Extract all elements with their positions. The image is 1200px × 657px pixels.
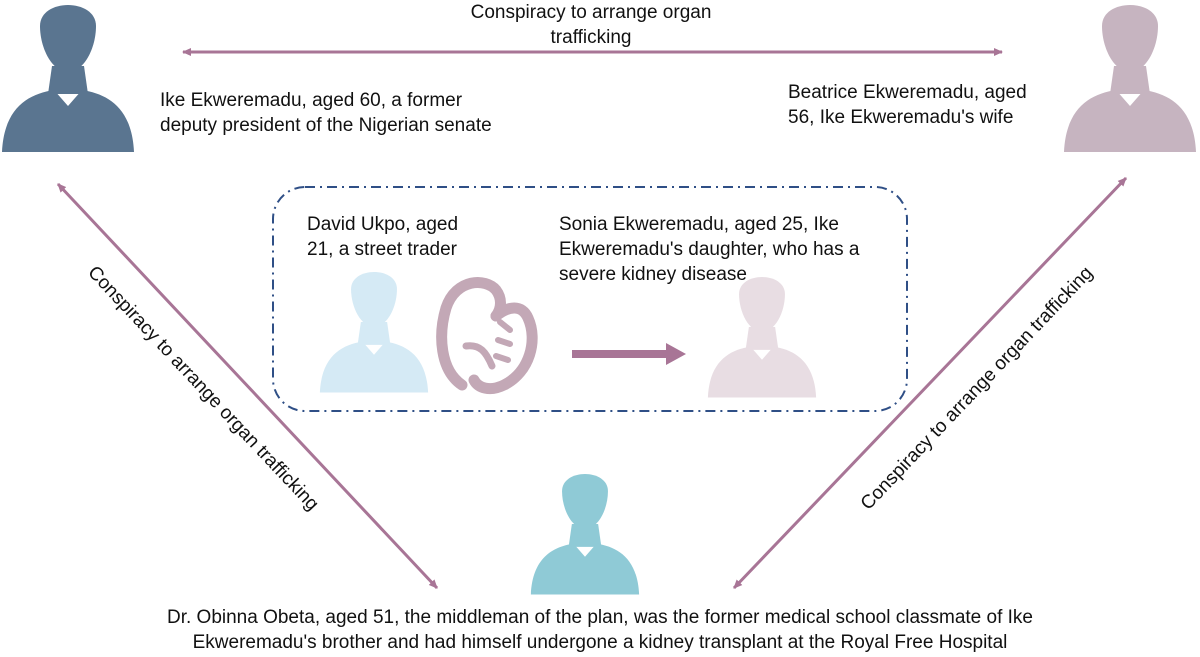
ike-description-line-2: deputy president of the Nigerian senate xyxy=(160,115,492,136)
kidney-icon xyxy=(436,277,538,395)
david-description-line-1: David Ukpo, aged xyxy=(307,214,459,235)
obeta-description-line-2: Ekweremadu's brother and had himself und… xyxy=(192,632,1008,653)
top-edge-label-line-1: Conspiracy to arrange organ xyxy=(470,2,712,23)
obeta-person-icon xyxy=(530,473,640,595)
left-connector xyxy=(56,182,439,590)
ike-person-icon xyxy=(2,5,134,152)
beatrice-person-icon xyxy=(1064,5,1196,152)
beatrice-description-line-2: 56, Ike Ekweremadu's wife xyxy=(788,107,1014,128)
david-person-icon xyxy=(319,271,429,393)
beatrice-description-line-1: Beatrice Ekweremadu, aged xyxy=(788,82,1027,103)
sonia-description-line-2: Ekweremadu's daughter, who has a xyxy=(559,239,860,260)
sonia-description-line-1: Sonia Ekweremadu, aged 25, Ike xyxy=(559,214,839,235)
right-connector xyxy=(732,176,1128,590)
ike-description: Ike Ekweremadu, aged 60, a former deputy… xyxy=(160,88,560,138)
obeta-description-line-1: Dr. Obinna Obeta, aged 51, the middleman… xyxy=(166,607,1033,628)
sonia-description-line-3: severe kidney disease xyxy=(559,264,747,285)
obeta-description: Dr. Obinna Obeta, aged 51, the middleman… xyxy=(40,605,1160,655)
david-description-line-2: 21, a street trader xyxy=(307,239,457,260)
ike-description-line-1: Ike Ekweremadu, aged 60, a former xyxy=(160,90,463,111)
sonia-person-icon xyxy=(707,276,817,398)
transplant-box xyxy=(272,186,908,412)
top-edge-label: Conspiracy to arrange organ trafficking xyxy=(396,0,786,50)
sonia-description: Sonia Ekweremadu, aged 25, Ike Ekweremad… xyxy=(559,212,899,287)
top-edge-label-line-2: trafficking xyxy=(550,27,632,48)
david-description: David Ukpo, aged 21, a street trader xyxy=(307,212,507,262)
arrow-right-icon xyxy=(572,343,686,365)
beatrice-description: Beatrice Ekweremadu, aged 56, Ike Ekwere… xyxy=(788,80,1078,130)
